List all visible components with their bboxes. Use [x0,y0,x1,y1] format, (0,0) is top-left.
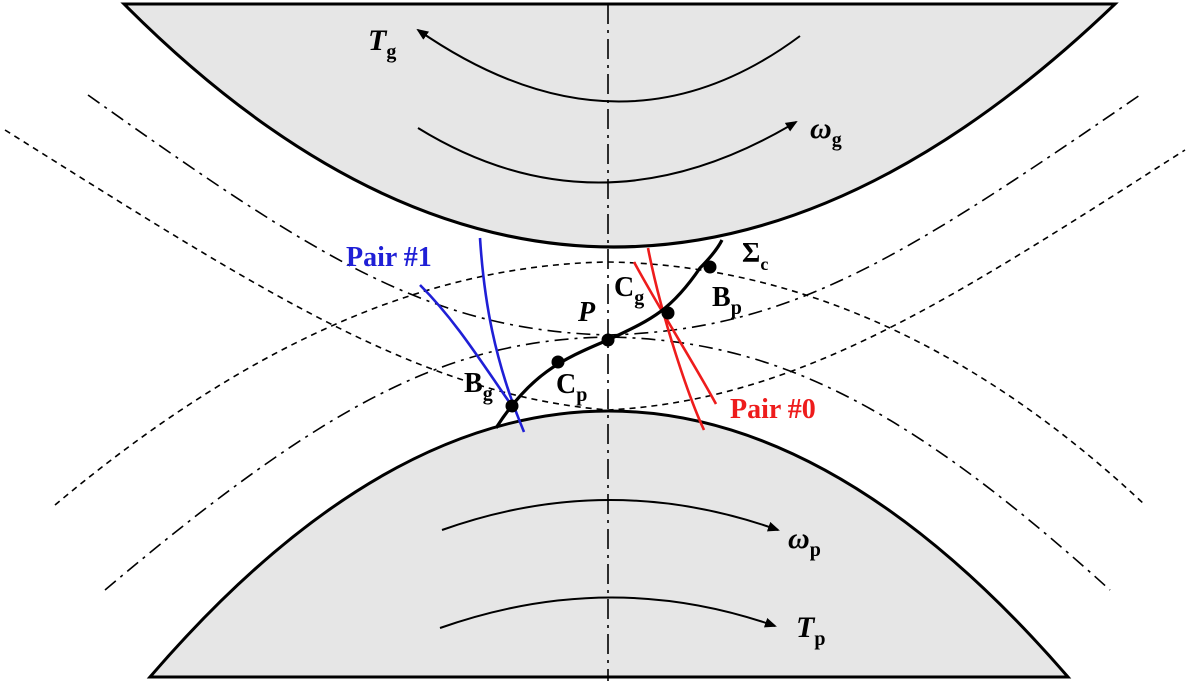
point-Bp-dot [703,260,717,274]
point-Bg-dot [505,399,519,413]
point-Cg-dot [661,306,675,320]
torque-gear-label: Tg [368,24,396,63]
point-Cp-dot [551,355,565,369]
torque-pinion-arrow [439,596,777,629]
pair0-label: Pair #0 [730,394,816,425]
pair0-profiles [632,247,718,431]
contact-path [494,239,724,429]
omega-gear-arrow [417,120,798,184]
upper-gear-body [120,2,1119,249]
pitch-point-label: P [577,297,596,328]
pair1-label: Pair #1 [346,242,432,273]
omega-gear-label: ωg [810,112,842,151]
point-Cg-label: Cg [614,272,644,309]
contact-points [505,260,717,413]
torque-pinion-label: Tp [796,611,825,650]
omega-pinion-label: ωp [788,522,821,561]
omega-pinion-arrow [441,499,780,532]
torque-gear-arrow [416,28,801,103]
dashed-circles [4,129,1186,506]
lower-gear-body [146,409,1072,679]
point-P-dot [601,333,615,347]
point-Cp-label: Cp [556,369,587,406]
point-Bg-label: Bg [464,368,493,405]
point-Bp-label: Bp [712,282,742,319]
contact-path-label: Σc [742,238,768,274]
